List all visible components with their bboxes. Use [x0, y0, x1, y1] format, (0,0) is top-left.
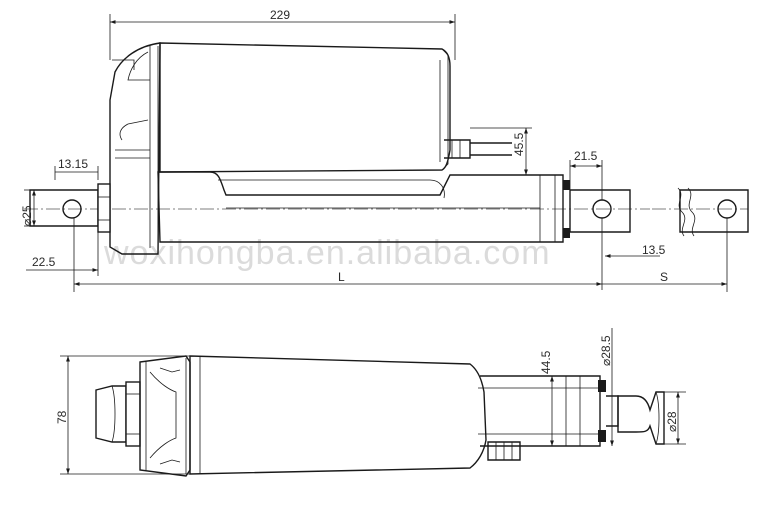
dim-rear-tab: 13.15	[58, 157, 88, 171]
dim-rod-collar-diameter: ⌀28.5	[599, 335, 613, 366]
side-view-dimensions: 229 13.15 ⌀25 22.5 45.5 21.5 13.5 L	[20, 8, 728, 292]
top-view-dimensions: 78 44.5 ⌀28.5 ⌀28	[55, 328, 686, 475]
watermark: woxihongba.en.alibaba.com	[103, 234, 551, 272]
dim-front-tab: 21.5	[574, 149, 598, 163]
dim-motor-height: 45.5	[512, 132, 526, 156]
dim-tube-width: 44.5	[539, 350, 553, 374]
dim-stroke: S	[660, 270, 668, 284]
dim-clevis-diameter: ⌀25	[20, 205, 34, 226]
dim-retracted-length: L	[338, 270, 345, 284]
top-view-actuator	[95, 355, 665, 477]
dim-rear-offset: 22.5	[32, 255, 56, 269]
side-view-actuator	[24, 42, 749, 255]
dim-body-width: 78	[55, 410, 69, 424]
dim-front-offset: 13.5	[642, 243, 666, 257]
dim-rod-diameter: ⌀28	[665, 411, 679, 432]
dim-overall-length: 229	[270, 8, 290, 22]
